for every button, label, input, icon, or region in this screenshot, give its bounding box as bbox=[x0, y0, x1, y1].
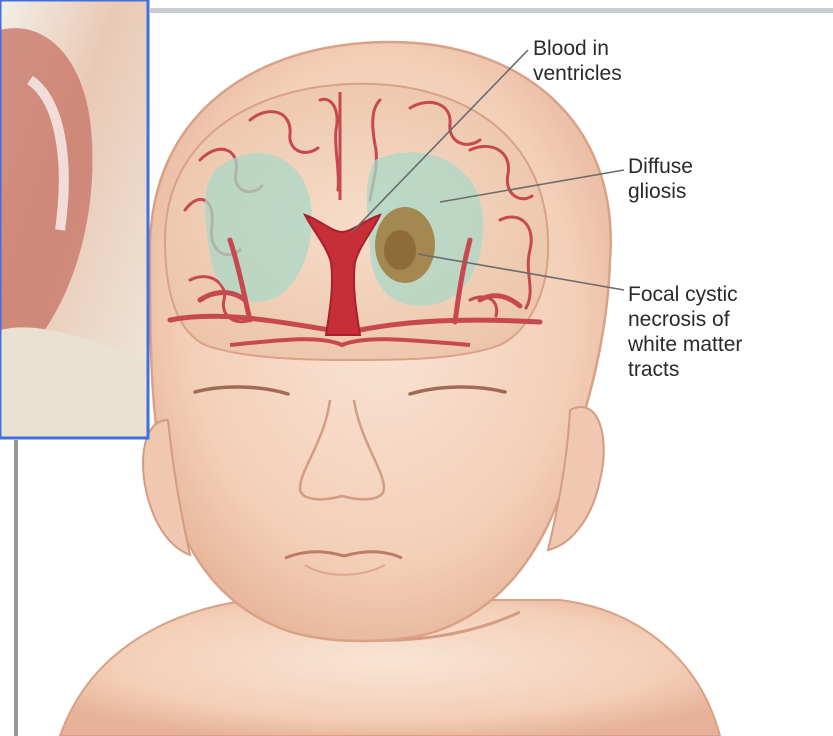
inset-photo bbox=[0, 0, 148, 438]
left-frame-line bbox=[14, 440, 18, 736]
cystic-necrosis-core bbox=[384, 230, 416, 270]
label-line: tracts bbox=[628, 357, 742, 382]
label-line: ventricles bbox=[533, 61, 622, 86]
label-line: necrosis of bbox=[628, 307, 742, 332]
label-line: white matter bbox=[628, 332, 742, 357]
label-diffuse-gliosis: Diffuse gliosis bbox=[628, 154, 693, 204]
label-line: gliosis bbox=[628, 179, 693, 204]
label-focal-cystic-necrosis: Focal cystic necrosis of white matter tr… bbox=[628, 282, 742, 382]
label-line: Diffuse bbox=[628, 154, 693, 179]
top-frame-line bbox=[150, 8, 833, 13]
label-line: Blood in bbox=[533, 36, 622, 61]
label-blood-in-ventricles: Blood in ventricles bbox=[533, 36, 622, 86]
label-line: Focal cystic bbox=[628, 282, 742, 307]
